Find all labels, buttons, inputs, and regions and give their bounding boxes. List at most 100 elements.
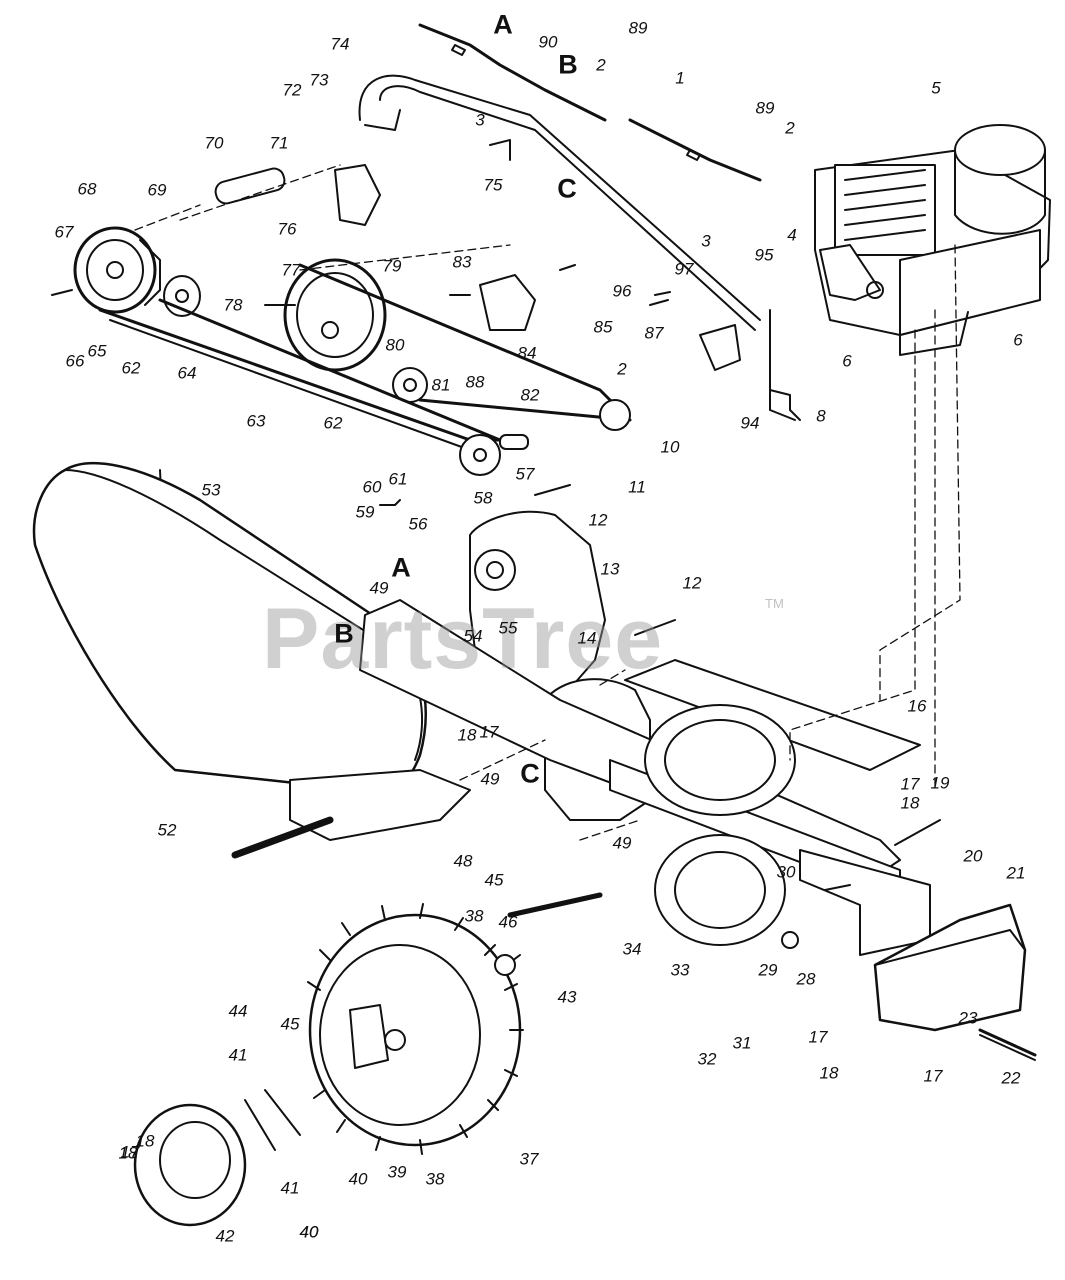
part-number-callout: 53 [201, 480, 221, 500]
engine [814, 124, 1051, 356]
part-number-callout: 49 [369, 578, 389, 598]
part-number-callout: 30 [776, 862, 796, 882]
part-number-callout: 74 [330, 34, 350, 54]
part-number-callout: 19 [930, 773, 950, 793]
part-number-callout: 62 [121, 358, 141, 378]
part-number-callout: 97 [674, 259, 694, 279]
part-number-callout: 22 [1001, 1068, 1021, 1088]
part-number-callout: 49 [480, 769, 500, 789]
part-number-callout: 76 [277, 219, 297, 239]
part-number-callout: 44 [228, 1001, 248, 1021]
part-number-callout: 94 [740, 413, 760, 433]
part-number-callout: 57 [515, 464, 535, 484]
hub-cap [133, 1089, 301, 1227]
part-number-callout: 59 [355, 502, 375, 522]
part-number-callout: 17 [923, 1066, 943, 1086]
front-weight [873, 903, 1037, 1057]
transmission-housing [231, 510, 901, 881]
part-number-callout: 18 [118, 1143, 138, 1163]
part-number-callout: 77 [281, 260, 301, 280]
handle-bracket [358, 74, 796, 421]
part-number-callout: 42 [215, 1226, 235, 1246]
part-number-callout: 71 [269, 133, 289, 153]
part-number-callout: 70 [204, 133, 224, 153]
part-number-callout: 73 [309, 70, 329, 90]
part-number-callout: 54 [463, 626, 483, 646]
part-number-callout: 65 [87, 341, 107, 361]
part-number-callout: 45 [484, 870, 504, 890]
part-number-callout: 18 [457, 725, 477, 745]
part-number-callout: 85 [593, 317, 613, 337]
part-number-callout: 18 [135, 1131, 155, 1151]
trademark-mark: TM [765, 596, 784, 611]
part-number-callout: 17 [120, 1142, 140, 1162]
part-number-callout: 63 [246, 411, 266, 431]
connector-letter-label: C [557, 173, 577, 204]
part-number-callout: 31 [732, 1033, 752, 1053]
part-number-callout: 72 [282, 80, 302, 100]
part-number-callout: 79 [382, 256, 402, 276]
pulleys-and-belts [73, 226, 632, 476]
part-number-callout: 2 [785, 118, 795, 138]
connector-letter-label: A [391, 552, 411, 583]
part-number-callout: 11 [628, 477, 646, 497]
part-number-callout: 56 [408, 514, 428, 534]
part-number-callout: 20 [963, 846, 983, 866]
part-number-callout: 55 [498, 618, 518, 638]
part-number-callout: 60 [362, 477, 382, 497]
part-number-callout: 68 [77, 179, 97, 199]
part-number-callout: 5 [931, 78, 941, 98]
part-number-callout: 17 [479, 722, 499, 742]
part-number-callout: 29 [758, 960, 778, 980]
part-number-callout: 12 [588, 510, 608, 530]
part-number-callout: 6 [1013, 330, 1023, 350]
part-number-callout: 69 [147, 180, 167, 200]
part-number-callout: 82 [520, 385, 540, 405]
part-number-callout: 43 [557, 987, 577, 1007]
shafts [494, 884, 851, 976]
connector-letter-label: B [558, 49, 578, 80]
part-number-callout: 88 [465, 372, 485, 392]
part-number-callout: 39 [387, 1162, 407, 1182]
part-number-callout: 49 [612, 833, 632, 853]
part-number-callout: 84 [517, 343, 537, 363]
part-number-callout: 13 [600, 559, 620, 579]
part-number-callout: 21 [1006, 863, 1026, 883]
part-number-callout: 14 [577, 628, 597, 648]
part-number-callout: 1 [675, 68, 685, 88]
part-number-callout: 81 [431, 375, 451, 395]
part-number-callout: 87 [644, 323, 664, 343]
part-number-callout: 52 [157, 820, 177, 840]
part-number-callout: 64 [177, 363, 197, 383]
part-number-callout: 38 [425, 1169, 445, 1189]
part-number-callout: 17 [808, 1027, 828, 1047]
part-number-callout: 46 [498, 912, 518, 932]
part-number-callout: 89 [628, 18, 648, 38]
part-number-callout: 6 [842, 351, 852, 371]
part-number-callout: 23 [958, 1008, 978, 1028]
connector-letter-label: C [520, 758, 540, 789]
part-number-callout: 62 [323, 413, 343, 433]
part-number-callout: 28 [796, 969, 816, 989]
part-number-callout: 75 [483, 175, 503, 195]
watermark-text: PartsTree [262, 591, 664, 687]
part-number-callout: 4 [787, 225, 797, 245]
part-number-callout: 33 [670, 960, 690, 980]
part-number-callout: 17 [900, 774, 920, 794]
part-number-callout: 80 [385, 335, 405, 355]
control-cables [418, 23, 762, 182]
part-number-callout: 90 [538, 32, 558, 52]
part-number-callout: 83 [452, 252, 472, 272]
part-number-callout: 12 [682, 573, 702, 593]
part-number-callout: 3 [475, 110, 485, 130]
part-number-callout: 16 [907, 696, 927, 716]
part-number-callout: 96 [612, 281, 632, 301]
assembly-guides [134, 164, 961, 841]
part-number-callout: 3 [701, 231, 711, 251]
part-number-callout: 37 [519, 1149, 539, 1169]
part-number-callout: 45 [280, 1014, 300, 1034]
part-number-callout: 61 [388, 469, 408, 489]
hardware [51, 139, 1036, 1061]
part-number-callout: 67 [54, 222, 74, 242]
